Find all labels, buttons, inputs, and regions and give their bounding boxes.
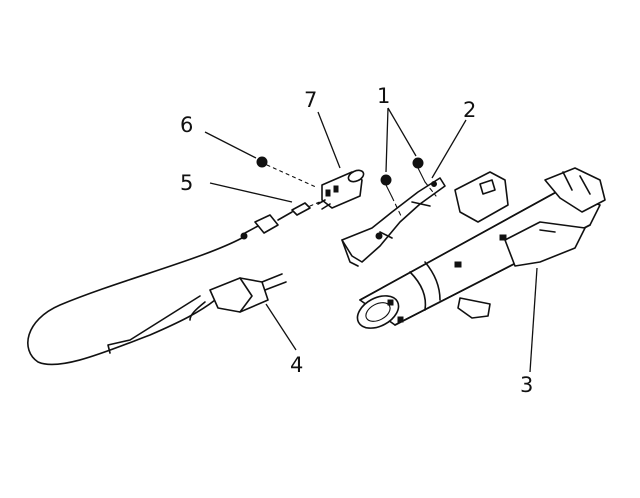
switch-body-part-7 bbox=[317, 169, 365, 210]
leader-line-1b bbox=[387, 107, 417, 157]
leader-line-3 bbox=[529, 267, 538, 373]
leader-line-6 bbox=[204, 131, 257, 159]
wire-harness-part-4 bbox=[27, 211, 293, 366]
leader-line-5 bbox=[209, 182, 293, 203]
callout-6: 6 bbox=[180, 113, 193, 137]
callout-3: 3 bbox=[520, 373, 533, 397]
leader-lines bbox=[204, 107, 538, 373]
callout-7: 7 bbox=[304, 88, 317, 112]
leader-line-7 bbox=[317, 111, 341, 169]
callout-5: 5 bbox=[180, 171, 193, 195]
leader-line-2 bbox=[431, 119, 467, 179]
callout-2: 2 bbox=[463, 98, 476, 122]
callout-1: 1 bbox=[377, 84, 390, 108]
connector-pin-part-5 bbox=[291, 200, 323, 216]
callout-labels: 1 2 3 4 5 6 7 bbox=[180, 84, 533, 397]
leader-line-4 bbox=[265, 303, 297, 351]
screw-part-1-right bbox=[412, 157, 426, 183]
switch-bracket-part-2 bbox=[341, 177, 446, 267]
housing-tube-part-3 bbox=[356, 167, 606, 329]
screw-part-6 bbox=[256, 156, 319, 189]
screw-part-1-left bbox=[380, 174, 393, 198]
callout-4: 4 bbox=[290, 353, 303, 377]
leader-line-1a bbox=[385, 107, 389, 173]
